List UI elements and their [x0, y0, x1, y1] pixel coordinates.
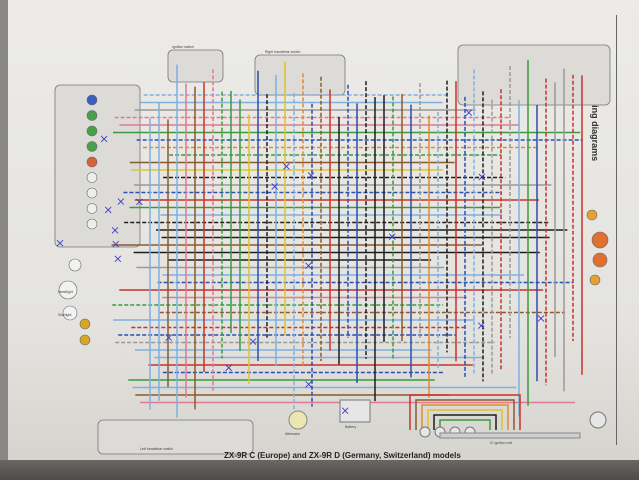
background-surface [0, 460, 639, 480]
indicator-lamp [86, 218, 98, 230]
turn-signal-lamp [79, 318, 91, 330]
indicator-lamp [86, 187, 98, 199]
pen-mark-icon [114, 255, 122, 263]
indicator-lamp [86, 125, 98, 137]
pen-mark-icon [111, 226, 119, 234]
component-label: Alternator [285, 432, 301, 436]
diagram-caption: ZX-9R C (Europe) and ZX-9R D (Germany, S… [224, 451, 461, 460]
component-label: Headlight [58, 290, 73, 294]
tail-lamp [589, 274, 601, 286]
wire-loop [421, 404, 509, 430]
pen-mark-icon [112, 240, 120, 248]
tail-lamp [591, 231, 609, 249]
sidelight [62, 305, 78, 321]
alternator [288, 410, 308, 430]
tail-lamp [586, 209, 598, 221]
pen-mark-icon [305, 381, 312, 388]
left-handlebar-switch-box [97, 419, 254, 455]
wire-loop [409, 394, 521, 430]
pen-mark-icon [465, 109, 473, 116]
turn-signal-lamp [79, 334, 91, 346]
pen-mark-icon [136, 198, 143, 206]
ignition-switch-box [167, 49, 224, 83]
fuse-relay-box [457, 44, 611, 106]
page-edge [0, 0, 8, 480]
pen-mark-icon [100, 135, 108, 143]
pen-mark-icon [283, 163, 290, 170]
pen-mark-icon [477, 322, 485, 329]
pen-mark-icon [249, 338, 257, 345]
wire-loop [433, 414, 497, 430]
component-label: Battery [345, 425, 356, 429]
component-label: Ignition switch [172, 45, 194, 49]
pen-mark-icon [307, 172, 315, 179]
pen-mark-icon [478, 173, 486, 181]
battery [339, 399, 371, 423]
pen-mark-icon [56, 239, 64, 247]
indicator-lamp [86, 156, 98, 168]
pen-mark-icon [305, 262, 312, 269]
margin-rule [616, 15, 617, 445]
component-label: IC ignition unit [490, 441, 512, 445]
pen-mark-icon [388, 233, 396, 241]
wire-loop [427, 409, 503, 430]
pen-mark-icon [271, 183, 279, 190]
pen-mark-icon [165, 334, 173, 341]
right-handlebar-switch-box [254, 54, 346, 96]
speedometer-lamp [68, 258, 82, 272]
pen-mark-icon [117, 198, 125, 205]
component-label: Right handlebar switch [265, 50, 300, 54]
indicator-lamp [86, 141, 98, 152]
wire-loop [439, 419, 491, 430]
indicator-lamp [86, 203, 98, 214]
tail-lamp [592, 252, 608, 268]
pen-mark-icon [341, 407, 349, 414]
pen-mark-icon [225, 364, 233, 372]
indicator-lamp [86, 94, 98, 106]
instrument-panel-box [54, 84, 141, 248]
ic-ignition-unit [589, 411, 607, 429]
headlight [58, 280, 78, 300]
component-label: Left handlebar switch [140, 447, 173, 451]
indicator-lamp [86, 172, 98, 183]
pen-mark-icon [537, 315, 545, 322]
pickup-coil [419, 426, 431, 438]
indicator-lamp [86, 110, 98, 121]
wire-loop [415, 399, 515, 430]
pen-mark-icon [104, 206, 112, 214]
component-label: Sidelight [58, 313, 71, 317]
ic-ignition-unit-bar [439, 432, 581, 439]
